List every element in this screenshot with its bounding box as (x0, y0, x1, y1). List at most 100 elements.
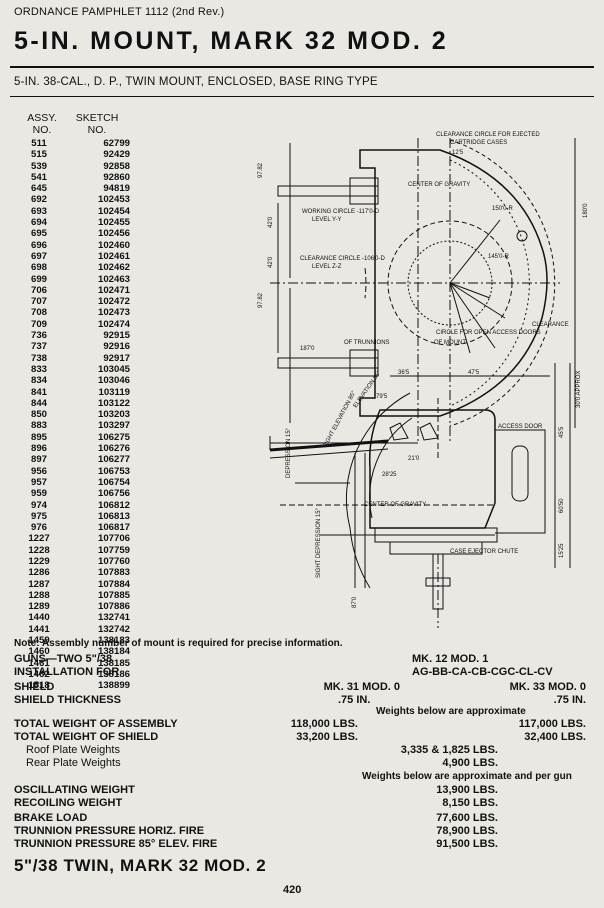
spec-total-shield-a: 33,200 LBS. (296, 731, 358, 743)
label-clearance-circle: CLEARANCE CIRCLE -106'0-D (300, 256, 386, 262)
sketch-number: 107886 (97, 601, 130, 613)
assy-number: 699 (30, 273, 47, 285)
sketch-column-header: SKETCH NO. (72, 112, 122, 136)
assy-number: 695 (30, 228, 47, 240)
assy-number: 645 (30, 183, 47, 195)
sketch-number: 138899 (97, 680, 130, 692)
label-clearance: CLEARANCE (532, 322, 569, 328)
label-dim-97-bot: 97.82 (258, 292, 264, 308)
sketch-number: 102474 (97, 318, 130, 330)
label-sight-elevation: SIGHT ELEVATION 85° (322, 390, 357, 449)
label-dim-60-50: 60'50 (559, 498, 565, 513)
assy-number: 1459 (28, 635, 50, 647)
sketch-header-line1: SKETCH (75, 112, 119, 124)
sketch-number: 106275 (97, 431, 130, 443)
spec-total-shield-b: 32,400 LBS. (524, 731, 586, 743)
assy-number: 737 (30, 341, 47, 353)
assy-number: 974 (30, 499, 47, 511)
assy-number: 959 (30, 488, 47, 500)
assy-number: 515 (30, 149, 47, 161)
assy-number: 1229 (28, 555, 50, 567)
assy-number: 706 (30, 284, 47, 296)
spec-trunnion-85-value: 91,500 LBS. (436, 838, 498, 850)
sketch-number: 102473 (97, 307, 130, 319)
sketch-number: 102472 (97, 296, 130, 308)
label-dim-45-5: 45'5 (559, 426, 565, 438)
assy-column-header: ASSY. NO. (22, 112, 62, 136)
assy-number: 1227 (28, 533, 50, 545)
label-center-gravity-side: CENTER OF GRAVITY (364, 502, 426, 508)
spec-total-assembly-b: 117,000 LBS. (518, 718, 586, 730)
label-dim-15-25: 15'25 (559, 543, 565, 558)
label-dim-150r: 150'0-R (492, 206, 513, 212)
label-dim-30: 30'0 APPROX (576, 371, 582, 409)
subtitle-divider (10, 96, 594, 97)
assy-number: 707 (30, 296, 47, 308)
sketch-number: 92858 (103, 160, 130, 172)
sketch-number: 102460 (97, 239, 130, 251)
sketch-number: 138185 (97, 657, 130, 669)
label-working-circle: WORKING CIRCLE -117'0-D (302, 209, 380, 215)
page-title: 5-IN. MOUNT, MARK 32 MOD. 2 (14, 27, 449, 55)
sketch-number: 103045 (97, 363, 130, 375)
sketch-number: 106812 (97, 499, 130, 511)
assy-number: 1441 (28, 623, 50, 635)
sketch-number: 132742 (97, 623, 130, 635)
sketch-number: 107885 (97, 589, 130, 601)
sketch-number: 107706 (97, 533, 130, 545)
sketch-number: 106753 (97, 465, 130, 477)
label-case-chute: CASE EJECTOR CHUTE (450, 549, 518, 555)
label-depression: DEPRESSION 15° (286, 427, 292, 478)
assy-header-line2: NO. (32, 124, 52, 136)
spec-per-gun-note: Weights below are approximate and per gu… (362, 771, 572, 782)
sketch-number: 102454 (97, 205, 130, 217)
assy-number: 692 (30, 194, 47, 206)
spec-oscillating-value: 13,900 LBS. (436, 784, 498, 796)
table-row: 974 106812 (16, 500, 132, 511)
assy-header-line1: ASSY. (27, 112, 57, 124)
assy-number: 738 (30, 352, 47, 364)
table-row: 699 102463 (16, 274, 132, 285)
label-dim-180: 180'0 (583, 203, 589, 218)
spec-installation-value: MK. 12 MOD. 1 (412, 653, 489, 665)
assy-number: 694 (30, 217, 47, 229)
footer-title: 5"/38 TWIN, MARK 32 MOD. 2 (14, 856, 267, 875)
spec-brake-value: 77,600 LBS. (436, 812, 498, 824)
sketch-number: 102463 (97, 273, 130, 285)
sketch-number: 106277 (97, 454, 130, 466)
assy-number: 1228 (28, 544, 50, 556)
assy-number: 539 (30, 160, 47, 172)
spec-shield-b: MK. 33 MOD. 0 (509, 681, 586, 693)
assy-number: 511 (31, 138, 47, 149)
sketch-number: 92915 (103, 330, 130, 342)
spec-trunnion-h-value: 78,900 LBS. (436, 825, 498, 837)
label-circle-open-doors: CIRCLE FOR OPEN ACCESS DOORS (436, 330, 541, 336)
spec-total-shield-label: TOTAL WEIGHT OF SHIELD (14, 731, 159, 743)
spec-rear-plate-label: Rear Plate Weights (26, 757, 121, 769)
assembly-note: Note: Assembly number of mount is requir… (14, 638, 343, 649)
assy-number: 1461 (28, 657, 50, 669)
side-view (269, 363, 571, 628)
